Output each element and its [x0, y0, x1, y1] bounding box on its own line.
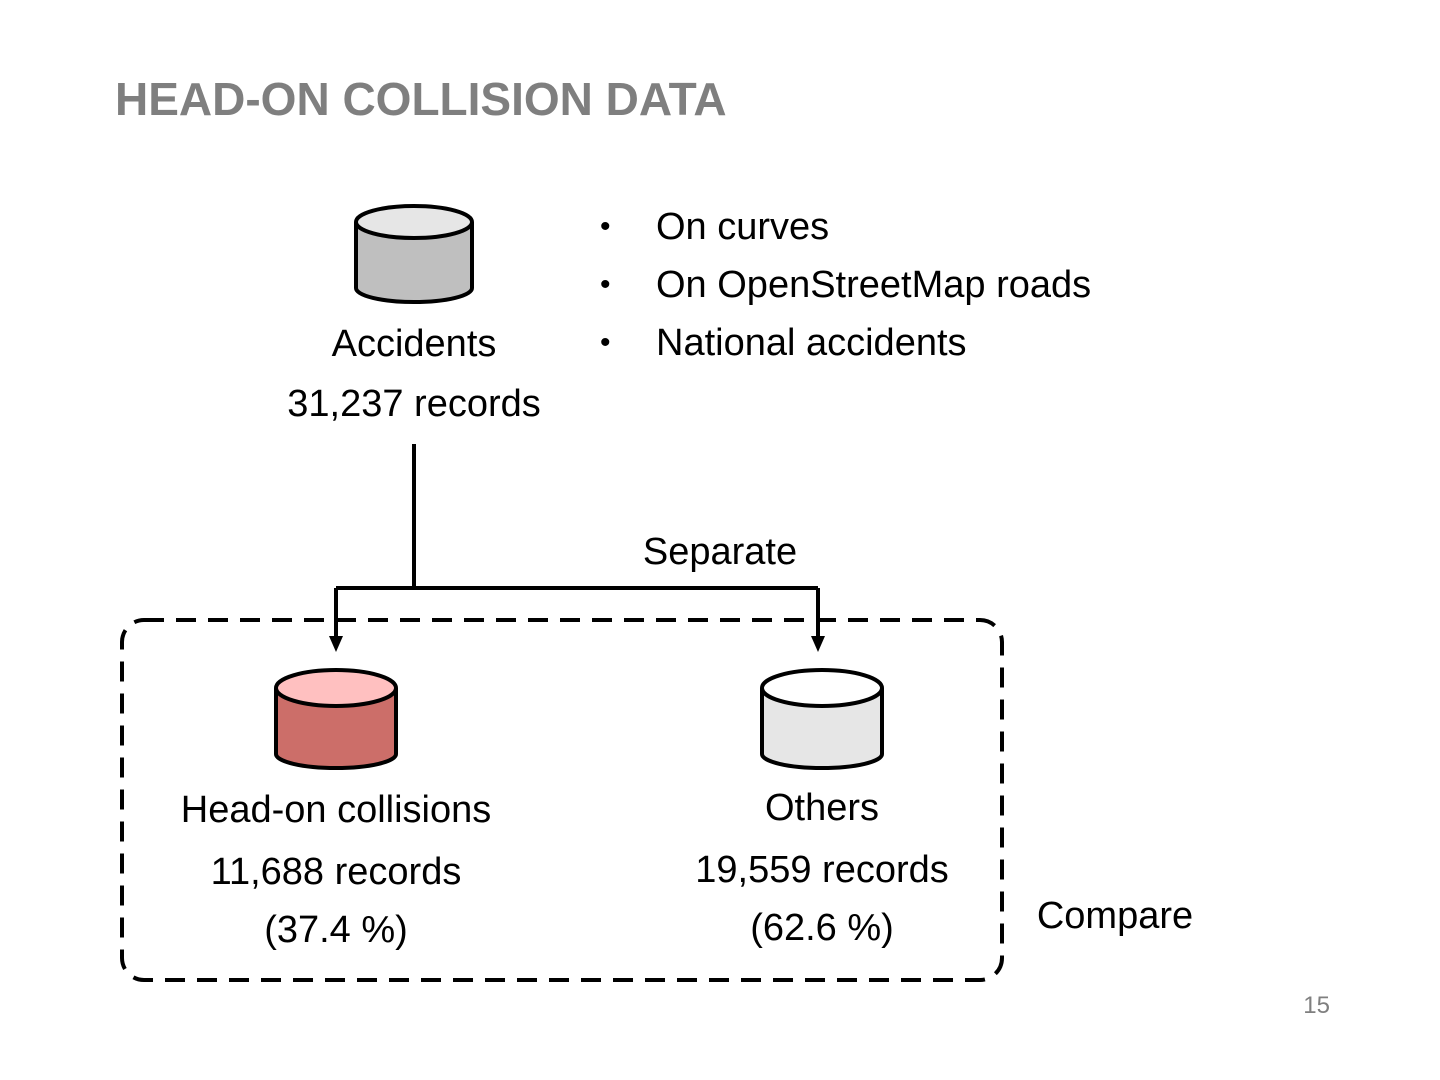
compare-group-box — [120, 618, 1004, 982]
criteria-list: • On curves • On OpenStreetMap roads • Nati… — [600, 198, 1091, 372]
split-connector — [334, 444, 820, 640]
source-records: 31,237 records — [287, 383, 541, 425]
database-icon — [274, 668, 398, 770]
bullet-icon: • — [600, 326, 611, 359]
target-label-headon: Head-on collisions — [180, 789, 492, 831]
list-item: • National accidents — [600, 314, 1091, 372]
list-item-text: On curves — [656, 206, 830, 248]
page-number: 15 — [1303, 992, 1330, 1019]
target-records-others: 19,559 records — [695, 849, 949, 891]
database-icon — [354, 204, 474, 304]
list-item: • On curves — [600, 198, 1091, 256]
compare-label: Compare — [1036, 895, 1194, 937]
separate-label: Separate — [642, 531, 798, 573]
target-records-headon: 11,688 records — [210, 851, 462, 893]
source-label: Accidents — [331, 323, 497, 365]
target-percent-headon: (37.4 %) — [264, 909, 408, 951]
slide-title: HEAD-ON COLLISION DATA — [115, 73, 727, 125]
target-label-others: Others — [764, 787, 880, 829]
arrow-down-icon — [329, 636, 343, 652]
list-item: • On OpenStreetMap roads — [600, 256, 1091, 314]
target-percent-others: (62.6 %) — [750, 907, 894, 949]
arrow-down-icon — [811, 636, 825, 652]
list-item-text: On OpenStreetMap roads — [656, 264, 1092, 306]
bullet-icon: • — [600, 268, 611, 301]
bullet-icon: • — [600, 210, 611, 243]
database-icon — [760, 668, 884, 770]
list-item-text: National accidents — [656, 322, 967, 364]
